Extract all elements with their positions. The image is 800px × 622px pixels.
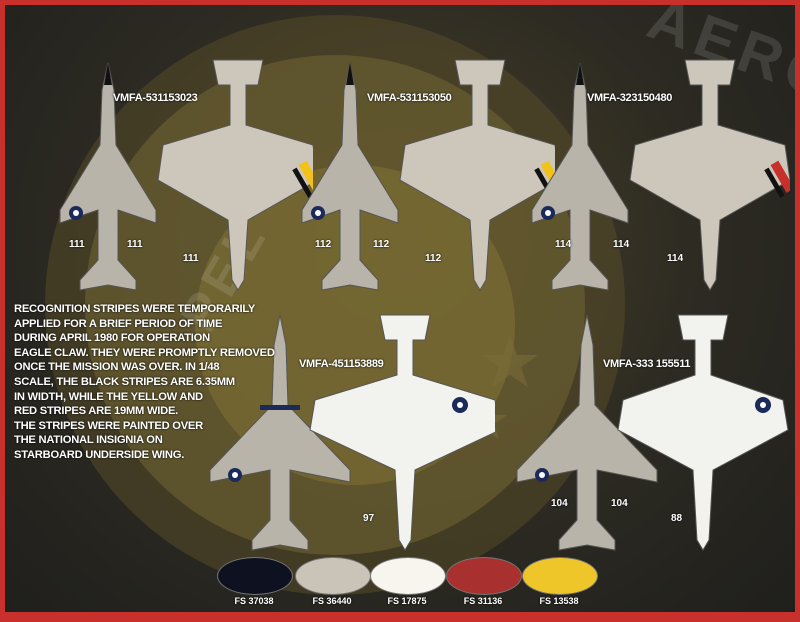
phantom-top-view xyxy=(531,59,790,291)
aircraft-number: 111 xyxy=(127,239,143,250)
aircraft-number: 112 xyxy=(373,239,390,250)
note-line: STARBOARD UNDERSIDE WING. xyxy=(14,448,185,461)
note-line: DURING APRIL 1980 FOR OPERATION xyxy=(14,332,210,345)
paint-code-label: FS 36440 xyxy=(312,596,352,606)
aircraft-number: 104 xyxy=(611,498,628,509)
aircraft-number: 111 xyxy=(69,239,85,250)
phantom-top-view xyxy=(301,59,555,291)
note-line: EAGLE CLAW. THEY WERE PROMPTLY REMOVED xyxy=(14,346,275,359)
aircraft-label: VMFA-451153889 xyxy=(299,358,384,370)
aircraft-label: VMFA-531153023 xyxy=(113,92,198,104)
paint-swatch xyxy=(370,557,446,595)
aircraft-profile-4: VMFA-451153889 97 xyxy=(205,310,495,560)
note-line: RECOGNITION STRIPES WERE TEMPORARILY xyxy=(14,303,256,315)
recognition-stripe-note: RECOGNITION STRIPES WERE TEMPORARILY APP… xyxy=(14,302,275,463)
aircraft-number: 111 xyxy=(183,253,199,264)
note-line: SCALE, THE BLACK STRIPES ARE 6.35MM xyxy=(14,375,235,388)
aircraft-number: 114 xyxy=(613,239,630,250)
note-line: IN WIDTH, WHILE THE YELLOW AND xyxy=(14,390,203,403)
aircraft-profile-5: VMFA-333 155511 104 104 88 xyxy=(505,310,790,560)
note-line: ONCE THE MISSION WAS OVER. IN 1/48 xyxy=(14,361,220,374)
paint-code-label: FS 31136 xyxy=(463,596,503,606)
aircraft-profile-2: VMFA-531153050 112 112 112 xyxy=(295,45,555,305)
phantom-top-view xyxy=(516,314,789,551)
note-line: THE NATIONAL INSIGNIA ON xyxy=(14,434,163,447)
paint-swatch xyxy=(446,557,522,595)
aircraft-profile-3: VMFA-323150480 114 114 114 xyxy=(525,45,790,305)
aircraft-number: 104 xyxy=(551,498,568,509)
note-line: THE STRIPES WERE PAINTED OVER xyxy=(14,419,203,432)
note-line: RED STRIPES ARE 19MM WIDE. xyxy=(14,405,179,418)
aircraft-label: VMFA-323150480 xyxy=(587,92,673,104)
paint-swatch xyxy=(522,557,598,595)
aircraft-profile-1: VMFA-531153023 111 111 111 xyxy=(53,45,313,305)
aircraft-label: VMFA-333 155511 xyxy=(603,358,691,370)
aircraft-number: 114 xyxy=(667,253,684,264)
recognition-stripe xyxy=(298,160,313,193)
aircraft-number: 112 xyxy=(315,239,332,250)
recognition-stripe xyxy=(770,160,790,193)
aircraft-number: 114 xyxy=(555,239,572,250)
aircraft-label: VMFA-531153050 xyxy=(367,92,452,104)
decal-sheet: AERO PEL VMFA-531153023 111 111 111 xyxy=(5,5,795,612)
paint-code-label: FS 37038 xyxy=(234,596,274,606)
aircraft-number: 88 xyxy=(671,513,683,524)
paint-swatch xyxy=(217,557,293,595)
note-line: APPLIED FOR A BRIEF PERIOD OF TIME xyxy=(14,317,223,330)
aircraft-number: 112 xyxy=(425,253,442,264)
paint-swatch xyxy=(295,557,371,595)
phantom-top-view xyxy=(209,314,495,551)
paint-code-label: FS 17875 xyxy=(387,596,427,606)
phantom-top-view xyxy=(59,59,313,291)
aircraft-number: 97 xyxy=(363,513,375,524)
paint-code-label: FS 13538 xyxy=(539,596,579,606)
